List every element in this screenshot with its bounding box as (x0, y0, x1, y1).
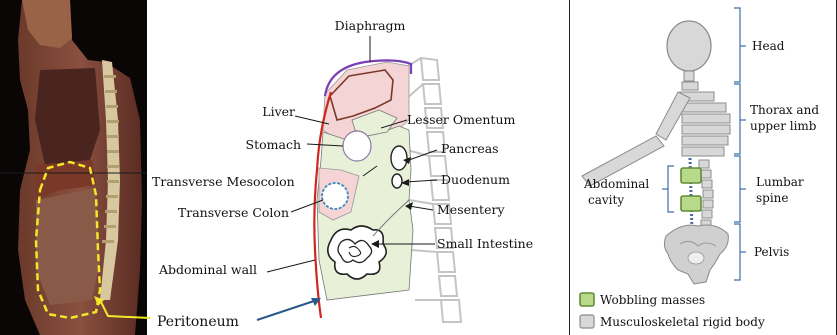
label-mesentery: Mesentery (437, 202, 505, 217)
label-liver: Liver (262, 104, 295, 119)
label-transverse-colon: Transverse Colon (178, 205, 289, 220)
wobbling-masses-shape (681, 168, 701, 211)
label-lesser-omentum: Lesser Omentum (407, 112, 515, 127)
label-abdominal-line1: Abdominal (583, 177, 649, 191)
small-intestine-shape (328, 226, 386, 279)
legend-wobbling-swatch (580, 293, 594, 306)
pelvis-shape (664, 225, 728, 284)
anatomy-schematic: Diaphragm Liver Stomach Transverse Mesoc… (147, 0, 569, 335)
rigid-body-model-panel: Head Thorax and upper limb Lumbar spine … (569, 0, 837, 335)
label-pancreas: Pancreas (441, 141, 499, 156)
label-head: Head (752, 39, 785, 53)
duodenum-shape (392, 174, 402, 188)
upper-limb-shape (582, 92, 690, 186)
legend-wobbling-label: Wobbling masses (600, 293, 705, 307)
label-stomach: Stomach (246, 137, 301, 152)
legend-rigid-swatch (580, 315, 594, 328)
label-lumbar-line2: spine (756, 191, 789, 205)
stomach-shape (343, 131, 371, 161)
label-thorax-line1: Thorax and (750, 103, 819, 117)
legend-rigid-label: Musculoskeletal rigid body (600, 315, 765, 329)
label-thorax-line2: upper limb (750, 119, 817, 133)
legend: Wobbling masses Musculoskeletal rigid bo… (580, 293, 765, 329)
anatomy-schematic-panel: Diaphragm Liver Stomach Transverse Mesoc… (147, 0, 569, 335)
anatomical-section-photo (0, 0, 147, 335)
pancreas-shape (391, 146, 407, 170)
head-shape (667, 21, 711, 71)
label-abdominal-line2: cavity (588, 193, 624, 207)
label-lumbar-line1: Lumbar (756, 175, 804, 189)
thorax-shape (680, 82, 730, 156)
label-pelvis: Pelvis (754, 245, 789, 259)
label-abdominal-wall: Abdominal wall (158, 262, 257, 277)
bracket-left (662, 166, 674, 212)
anatomical-section-image (0, 0, 147, 335)
rigid-body-model: Head Thorax and upper limb Lumbar spine … (570, 0, 837, 335)
label-transverse-mesocolon: Transverse Mesocolon (152, 174, 295, 189)
label-peritoneum: Peritoneum (157, 314, 239, 330)
transverse-colon-shape (322, 183, 348, 209)
vertebral-column (405, 58, 461, 322)
label-diaphragm: Diaphragm (335, 18, 406, 33)
brackets-right (734, 8, 746, 280)
label-small-intestine: Small Intestine (437, 236, 533, 251)
label-duodenum: Duodenum (441, 172, 510, 187)
